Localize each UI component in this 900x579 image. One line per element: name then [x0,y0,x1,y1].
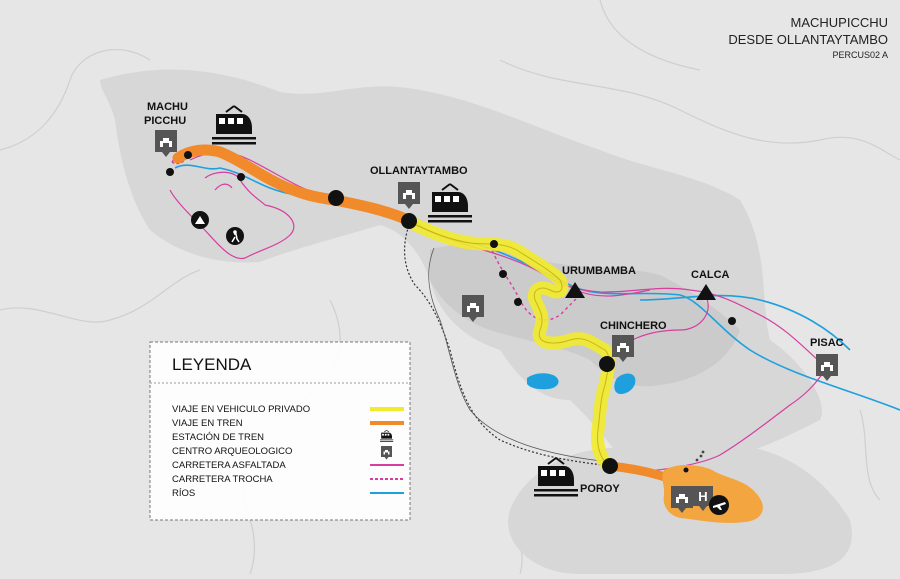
label-machu-picchu-1: MACHU [147,101,188,113]
lake-west [527,373,559,390]
stop-dots [166,151,736,473]
private-vehicle-route [403,215,617,473]
legend-label: VIAJE EN VEHICULO PRIVADO [172,404,310,415]
lakes [527,373,636,395]
valley-floor [430,244,740,387]
label-poroy: POROY [580,483,620,495]
map-code: PERCUS02 A [832,50,888,60]
legend-label: RÍOS [172,488,195,499]
mountain-peak-icon [565,282,585,298]
label-pisac: PISAC [810,337,844,349]
legend-label: CARRETERA TROCHA [172,474,273,485]
label-machu-picchu-2: PICCHU [144,115,186,127]
label-chinchero: CHINCHERO [600,320,667,332]
station-dot-mid [328,190,344,206]
airport-icon [709,495,729,515]
legend-title: LEYENDA [172,355,252,374]
railway-track [428,247,611,463]
hotel-icon: H [693,486,713,511]
legend-label: CARRETERA ASFALTADA [172,460,286,471]
label-urumbamba: URUMBAMBA [562,265,636,277]
map-title-line2: DESDE OLLANTAYTAMBO [728,32,888,47]
label-calca: CALCA [691,269,730,281]
legend-label: VIAJE EN TREN [172,418,243,429]
map-title-line1: MACHUPICCHU [791,15,889,30]
railway [404,221,611,467]
legend-box [149,341,411,521]
station-dot-chinchero [599,356,615,372]
label-ollantaytambo: OLLANTAYTAMBO [370,165,468,177]
station-dot-poroy [602,458,618,474]
camping-icon [191,211,209,229]
mountain-peak-icon [696,284,716,300]
station-dot-ollantaytambo [401,213,417,229]
trail-dots [695,450,705,462]
major-stations [328,190,618,474]
hiker-icon [226,227,244,245]
legend-label: ESTACIÓN DE TREN [172,432,264,443]
legend: LEYENDA VIAJE EN VEHICULO PRIVADO VIAJE … [149,341,411,521]
lake-east [614,373,636,395]
train-route [172,144,414,226]
svg-text:H: H [698,489,707,504]
legend-label: CENTRO ARQUEOLOGICO [172,446,292,457]
